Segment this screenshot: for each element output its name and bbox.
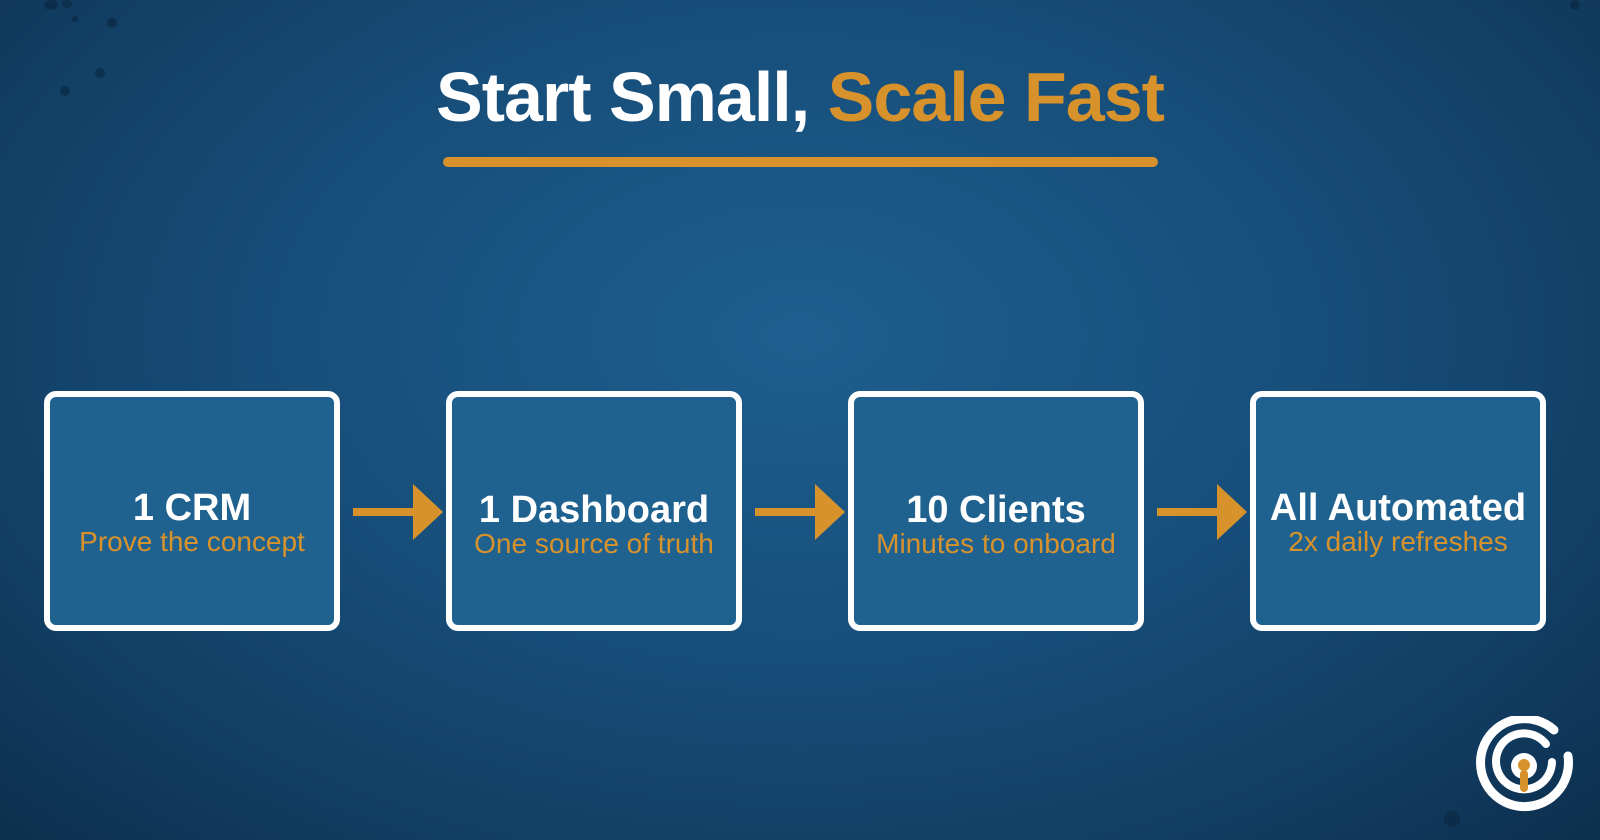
decorative-dot	[95, 68, 105, 78]
decorative-dot	[72, 16, 78, 22]
step-subtitle: One source of truth	[474, 528, 714, 559]
page-title: Start Small, Scale Fast	[0, 52, 1600, 142]
step-title: All Automated	[1269, 487, 1527, 529]
decorative-dot	[1570, 0, 1580, 10]
step-subtitle: Prove the concept	[79, 526, 305, 557]
title-underline	[443, 157, 1158, 167]
step-box-crm: 1 CRM Prove the concept	[44, 391, 340, 631]
decorative-dot	[44, 0, 58, 10]
decorative-dot	[1444, 811, 1460, 827]
decorative-dot	[107, 18, 117, 28]
decorative-dot	[62, 0, 72, 8]
step-title: 1 CRM	[132, 487, 252, 529]
step-title: 10 Clients	[906, 489, 1086, 531]
title-part-gold: Scale Fast	[827, 58, 1165, 136]
arrow-right-icon	[1157, 484, 1247, 540]
step-subtitle: 2x daily refreshes	[1288, 526, 1508, 557]
step-box-automated: All Automated 2x daily refreshes	[1250, 391, 1546, 631]
arrow-right-icon	[755, 484, 845, 540]
step-box-clients: 10 Clients Minutes to onboard	[848, 391, 1144, 631]
decorative-dot	[60, 86, 70, 96]
step-box-dashboard: 1 Dashboard One source of truth	[446, 391, 742, 631]
step-title: 1 Dashboard	[478, 489, 710, 531]
target-keyhole-logo-icon	[1476, 716, 1573, 812]
title-part-white: Start Small,	[436, 58, 828, 136]
step-subtitle: Minutes to onboard	[876, 528, 1116, 559]
arrow-right-icon	[353, 484, 443, 540]
